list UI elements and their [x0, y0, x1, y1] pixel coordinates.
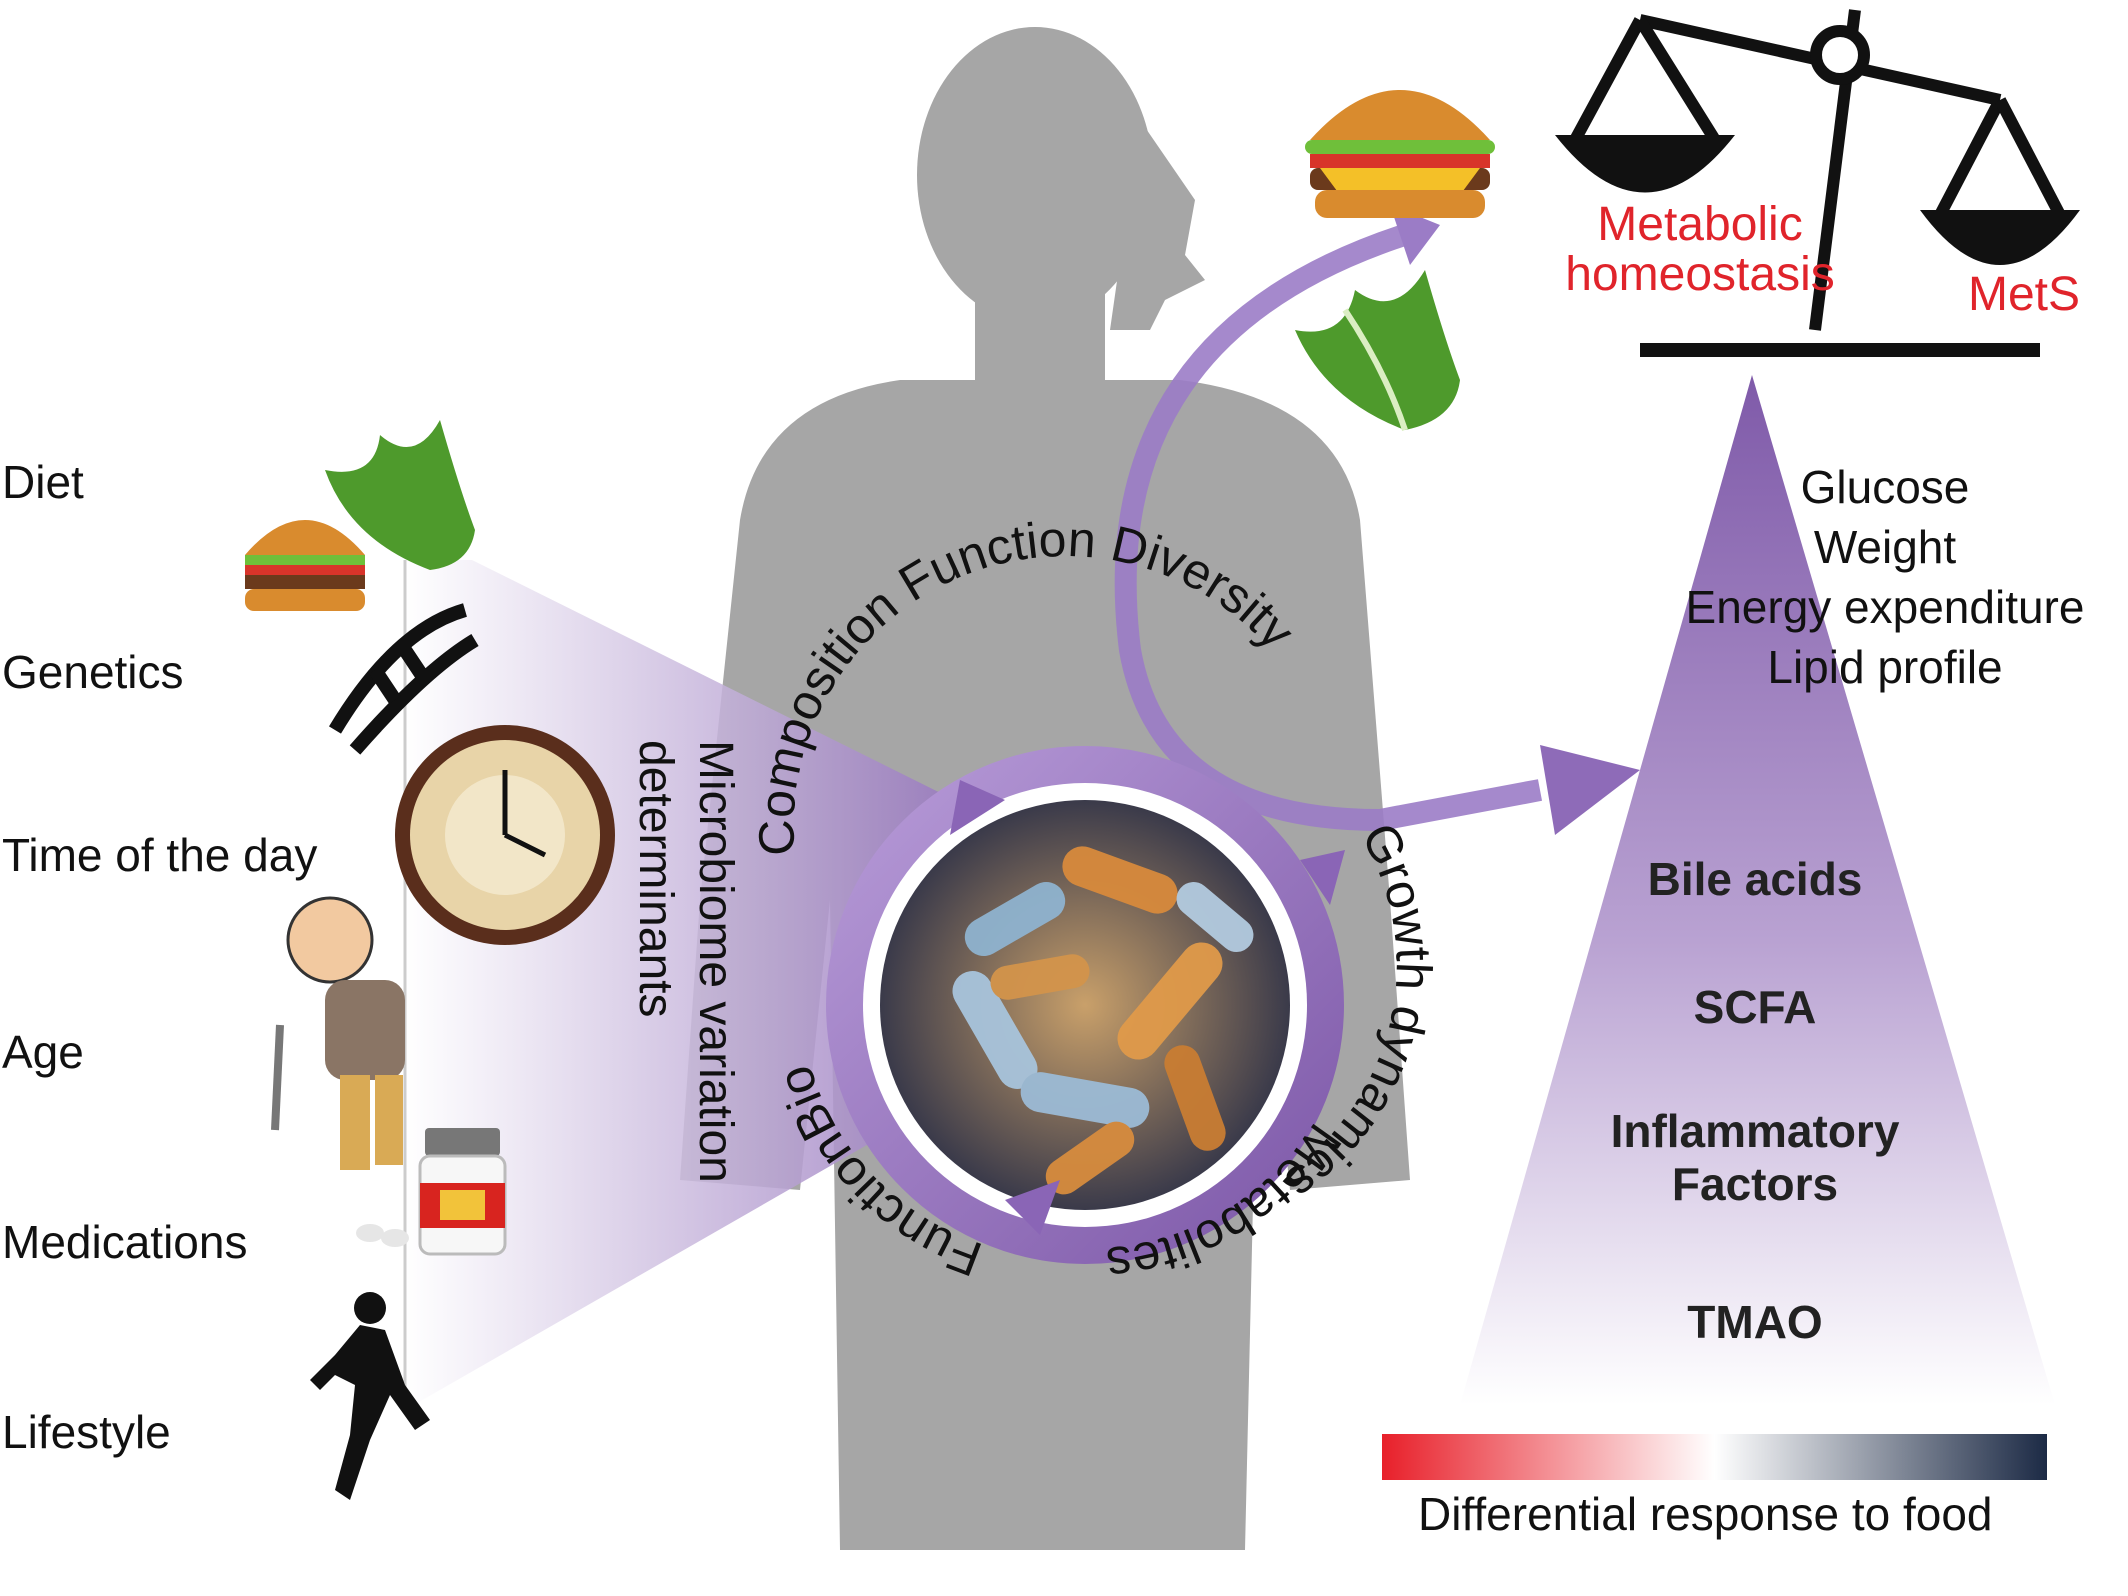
- factor-inflammatory: Inflammatory Factors: [1520, 1105, 1990, 1211]
- balance-label-line2: homeostasis: [1565, 248, 1835, 302]
- factor-bile-acids: Bile acids: [1647, 853, 1863, 905]
- metric-energy-expenditure: Energy expenditure: [1685, 581, 2085, 633]
- microbiome-ring: [826, 746, 1345, 1264]
- factor-inflammatory-line1: Inflammatory: [1610, 1105, 1900, 1157]
- clock-icon: [395, 725, 615, 945]
- balance-scale-icon: [1569, 9, 2066, 357]
- burger-icon-small: [245, 520, 365, 611]
- determinants-title-line1: Microbiome variation: [689, 740, 742, 1183]
- determinant-label-time: Time of the day: [2, 829, 318, 881]
- determinant-label-age: Age: [2, 1026, 84, 1078]
- balance-label-mets: MetS: [1968, 268, 2081, 321]
- factor-tmao: TMAO: [1687, 1296, 1823, 1348]
- determinant-label-medications: Medications: [2, 1216, 248, 1268]
- dna-icon: [328, 603, 479, 755]
- color-bar-label: Differential response to food: [1418, 1488, 1993, 1540]
- factor-inflammatory-line2: Factors: [1671, 1157, 1839, 1210]
- burger-icon: [1305, 90, 1495, 218]
- balance-label-line1: Metabolic: [1597, 198, 1803, 251]
- determinant-label-diet: Diet: [2, 456, 84, 508]
- food-to-microbiome-arrow: [1114, 219, 1543, 832]
- pill-bottle-icon: [356, 1128, 507, 1256]
- biomarker-pyramid: [1460, 375, 2055, 1405]
- runner-icon: [310, 1292, 430, 1500]
- lettuce-icon: [1295, 270, 1460, 431]
- pyramid-metrics: Glucose Weight Energy expenditure Lipid …: [1640, 460, 2128, 694]
- metric-weight: Weight: [1813, 521, 1957, 573]
- factor-scfa: SCFA: [1693, 981, 1817, 1033]
- response-color-bar: [1382, 1434, 2047, 1480]
- determinant-label-lifestyle: Lifestyle: [2, 1406, 171, 1458]
- lettuce-icon-small: [325, 420, 475, 570]
- balance-label-metabolic-homeostasis: Metabolic homeostasis: [1550, 198, 1850, 302]
- determinants-title-line2: determinants: [629, 740, 682, 1017]
- determinant-label-genetics: Genetics: [2, 646, 184, 698]
- elderly-person-icon: [271, 896, 405, 1170]
- metric-lipid-profile: Lipid profile: [1767, 641, 2003, 693]
- metric-glucose: Glucose: [1800, 461, 1970, 513]
